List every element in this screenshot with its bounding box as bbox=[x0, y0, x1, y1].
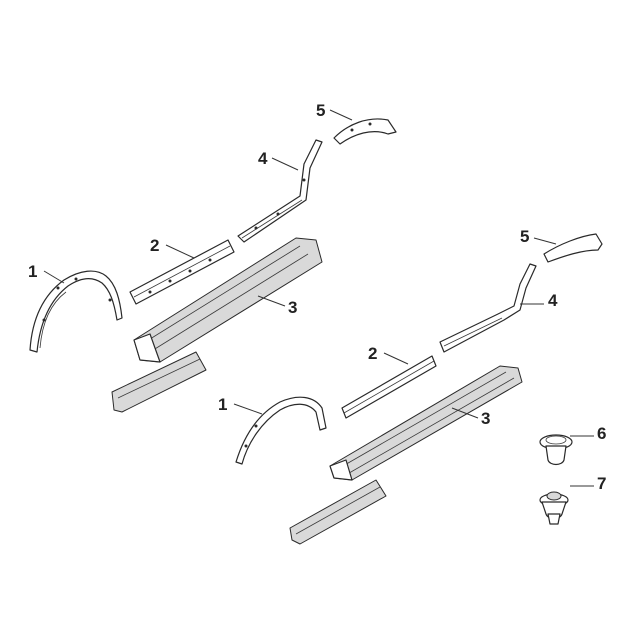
sill-reinforcement-right bbox=[289, 479, 387, 545]
sill-panel-left bbox=[133, 237, 323, 363]
screw-clip bbox=[539, 491, 569, 525]
sill-panel-right bbox=[329, 365, 523, 481]
callout-leader-1-right bbox=[233, 403, 263, 415]
callout-leader-2-left bbox=[165, 244, 195, 259]
callout-leader-1-left bbox=[43, 270, 65, 284]
wheel-arch-moulding-rear-left bbox=[29, 270, 123, 353]
callout-leader-3-right bbox=[451, 407, 479, 419]
callout-1-right: 1 bbox=[218, 395, 227, 414]
callout-4-right: 4 bbox=[548, 291, 558, 310]
callout-3-right: 3 bbox=[481, 409, 490, 428]
sill-reinforcement-left bbox=[111, 351, 207, 413]
arch-extension-left bbox=[333, 118, 397, 145]
push-clip bbox=[539, 434, 573, 466]
callout-2-right: 2 bbox=[368, 344, 377, 363]
wheel-arch-moulding-front-right bbox=[439, 263, 537, 353]
callout-2-left: 2 bbox=[150, 236, 159, 255]
callout-leader-3-left bbox=[257, 295, 286, 307]
arch-extension-right bbox=[543, 233, 603, 263]
sill-trim-strip-left bbox=[129, 239, 235, 305]
wheel-arch-moulding-front-left bbox=[237, 139, 323, 243]
callout-leader-5-right bbox=[533, 237, 557, 245]
callout-leader-4-left bbox=[271, 157, 299, 171]
callout-1-left: 1 bbox=[28, 262, 37, 281]
sill-trim-strip-right bbox=[341, 355, 437, 419]
callout-4-left: 4 bbox=[258, 149, 268, 168]
callout-5-right: 5 bbox=[520, 227, 529, 246]
callout-6: 6 bbox=[597, 424, 606, 443]
callout-leader-5-left bbox=[329, 109, 353, 121]
callout-3-left: 3 bbox=[288, 298, 297, 317]
wheel-arch-moulding-rear-right bbox=[235, 396, 327, 465]
callout-leader-2-right bbox=[383, 352, 409, 365]
callout-5-left: 5 bbox=[316, 101, 325, 120]
callout-7: 7 bbox=[597, 474, 606, 493]
